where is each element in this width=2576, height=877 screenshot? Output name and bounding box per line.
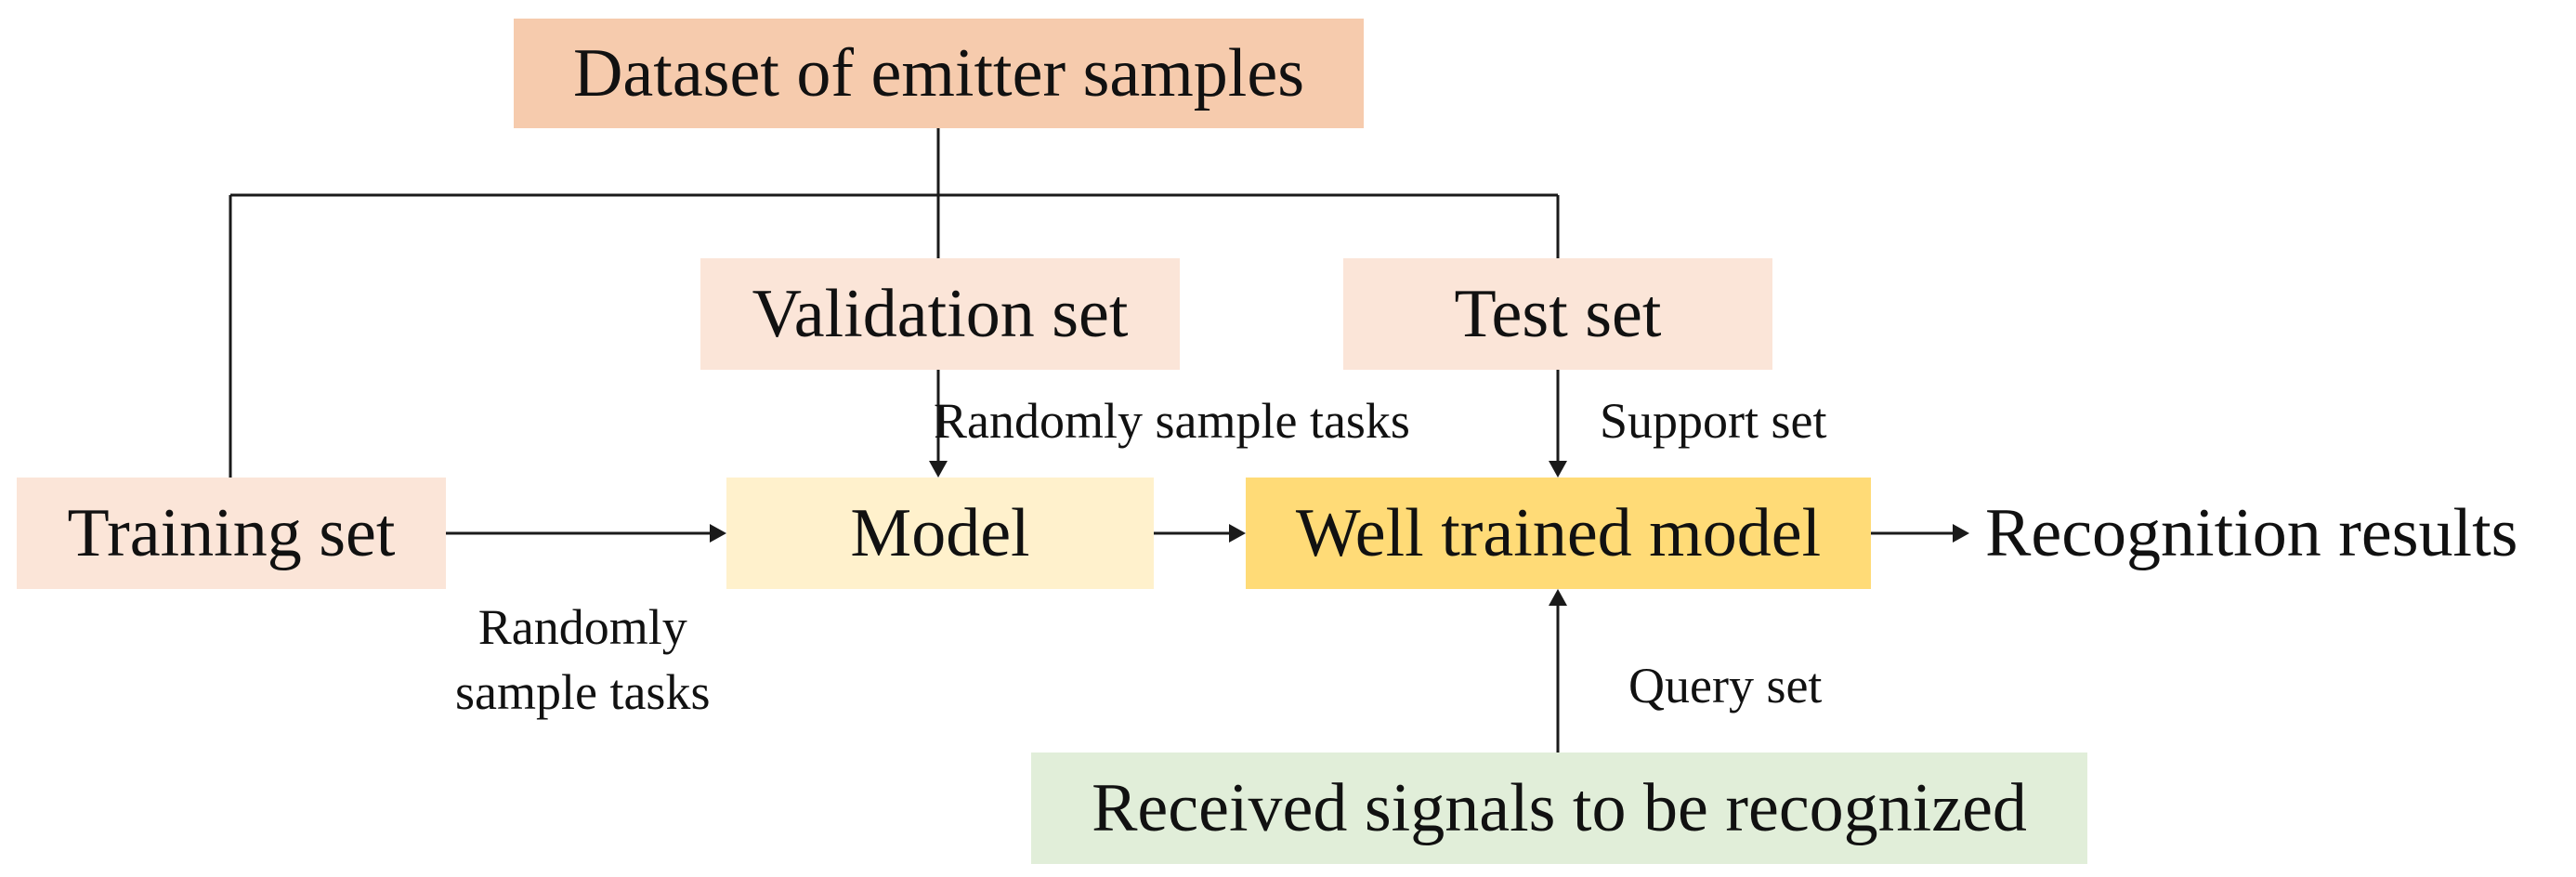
edge-label-support-set: Support set [1600,393,1827,449]
test-set-label: Test set [1454,276,1662,352]
edge-label-randomly-sample-tasks-left: Randomly sample tasks [455,595,710,725]
edge-label-randomly-sample-tasks-top: Randomly sample tasks [934,393,1410,449]
arrowhead-validation-to-model [929,461,948,478]
model-box: Model [726,478,1154,589]
well-trained-model-label: Well trained model [1295,495,1822,571]
arrowhead-test-to-welltrained [1549,461,1567,478]
training-set-label: Training set [67,495,396,571]
edge-label-line-1: Randomly [477,599,687,655]
received-signals-box: Received signals to be recognized [1031,753,2087,864]
dataset-box: Dataset of emitter samples [514,19,1364,128]
edge-label-query-set: Query set [1628,658,1823,713]
dataset-label: Dataset of emitter samples [572,35,1304,111]
arrowhead-model-to-welltrained [1229,524,1246,543]
arrowhead-welltrained-to-results [1953,524,1969,543]
recognition-results-text: Recognition results [1985,478,2517,589]
validation-set-box: Validation set [700,258,1180,370]
well-trained-model-box: Well trained model [1246,478,1871,589]
arrowhead-training-to-model [710,524,726,543]
model-label: Model [850,495,1030,571]
arrowhead-received-to-welltrained [1549,589,1567,606]
validation-set-label: Validation set [752,276,1129,352]
test-set-box: Test set [1343,258,1772,370]
edge-label-line-2: sample tasks [455,664,711,721]
training-set-box: Training set [17,478,446,589]
received-signals-label: Received signals to be recognized [1092,770,2027,846]
recognition-results-label: Recognition results [1985,495,2518,571]
